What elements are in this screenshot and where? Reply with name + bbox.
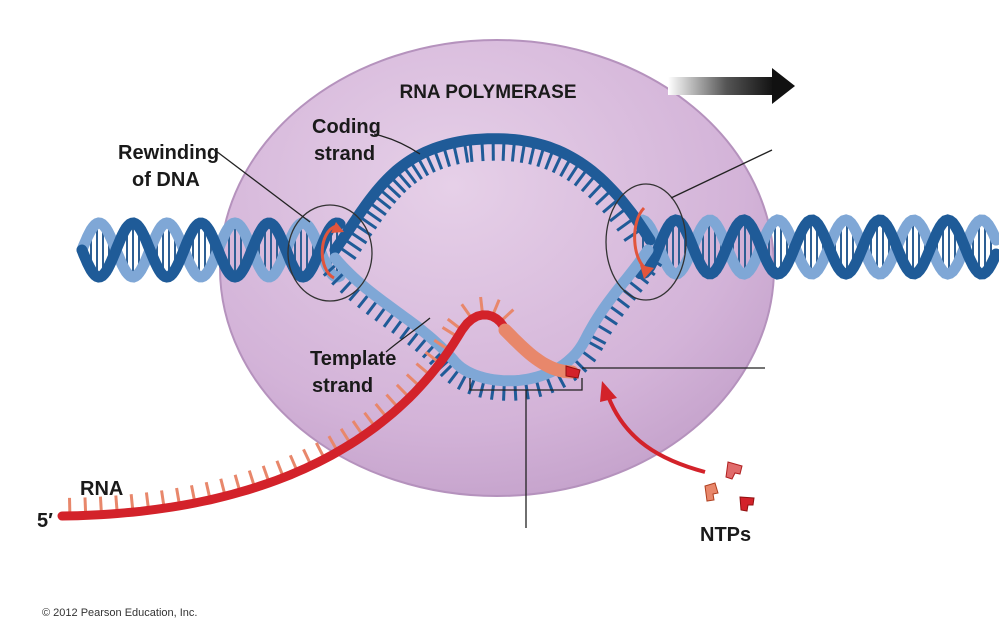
ntp-1 xyxy=(725,461,743,480)
coding-strand xyxy=(329,133,656,260)
hybrid-rna-segment xyxy=(498,323,579,379)
rewinding-label-line2: of DNA xyxy=(132,169,200,191)
direction-arrow xyxy=(668,68,795,104)
dna-double-helix-right xyxy=(634,214,999,280)
rewinding-rotation-arrow xyxy=(320,222,344,280)
backbone-dark xyxy=(76,217,346,283)
template-strand-label-line1: Template xyxy=(310,348,396,370)
backbone-dark xyxy=(634,214,999,280)
backbone-light xyxy=(76,217,346,283)
ntp-incoming-arrow xyxy=(600,381,706,474)
rna-polymerase-body xyxy=(219,39,775,497)
ntp-molecules xyxy=(565,365,755,512)
rna-backbone xyxy=(57,310,510,521)
dna-double-helix-left xyxy=(76,217,346,283)
coding-strand-label-line1: Coding xyxy=(312,116,381,138)
rna-polymerase-label: RNA POLYMERASE xyxy=(399,82,576,103)
unwinding-circle xyxy=(605,183,687,301)
rna-label: RNA xyxy=(80,478,123,500)
coding-strand-label-line2: strand xyxy=(314,143,375,165)
rna-dna-hybrid xyxy=(498,323,579,379)
ntp-3 xyxy=(739,496,755,512)
unwinding-rotation-arrow xyxy=(633,206,654,279)
copyright-text: © 2012 Pearson Education, Inc. xyxy=(42,607,197,619)
template-backbone xyxy=(329,244,654,387)
backbone-light xyxy=(634,214,999,280)
leader-lines xyxy=(215,133,773,528)
rewinding-label-line1: Rewinding xyxy=(118,142,219,164)
ntp-incorporating xyxy=(565,365,581,379)
rewinding-circle xyxy=(287,204,373,302)
coding-backbone xyxy=(329,133,656,256)
rna-transcript xyxy=(57,296,515,521)
ntps-label: NTPs xyxy=(700,524,751,546)
template-strand-label-line2: strand xyxy=(312,375,373,397)
ntp-2 xyxy=(704,482,719,502)
five-prime-label: 5′ xyxy=(37,510,53,532)
